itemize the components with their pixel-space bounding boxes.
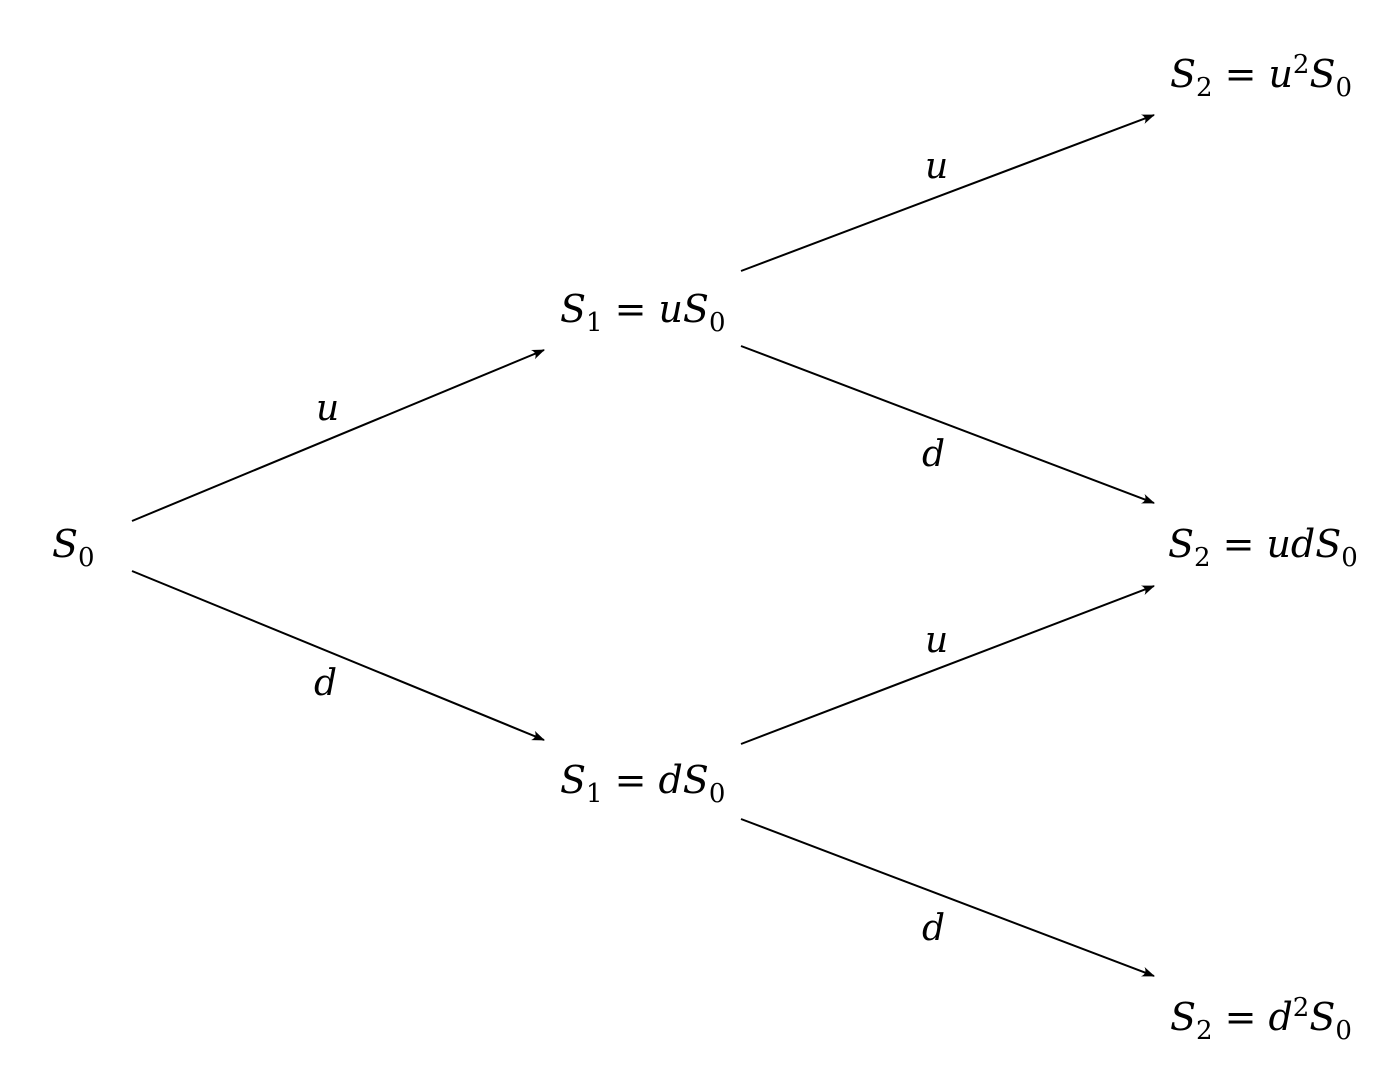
edge-root-to-up1	[131, 349, 545, 522]
edge-up1-to-ud2	[740, 345, 1155, 504]
node-dd2: S2=d2S0	[1170, 993, 1352, 1046]
node-uu2: S2=u2S0	[1170, 50, 1352, 103]
edge-label-up1-uu2: u	[925, 146, 948, 187]
edge-root-to-down1	[131, 570, 545, 741]
edge-label-down1-ud2: u	[925, 620, 948, 661]
node-ud2: S2=udS0	[1168, 522, 1358, 573]
edge-down1-to-dd2	[740, 818, 1155, 977]
edge-label-down1-dd2: d	[922, 908, 945, 949]
edge-down1-to-ud2	[740, 585, 1155, 745]
edge-label-up1-ud2: d	[922, 434, 945, 475]
node-down1: S1=dS0	[560, 758, 725, 809]
edge-label-root-down1: d	[314, 663, 337, 704]
node-up1: S1=uS0	[560, 287, 726, 338]
edge-up1-to-uu2	[740, 114, 1155, 272]
edge-label-root-up1: u	[316, 388, 339, 429]
node-root: S0	[52, 522, 95, 573]
